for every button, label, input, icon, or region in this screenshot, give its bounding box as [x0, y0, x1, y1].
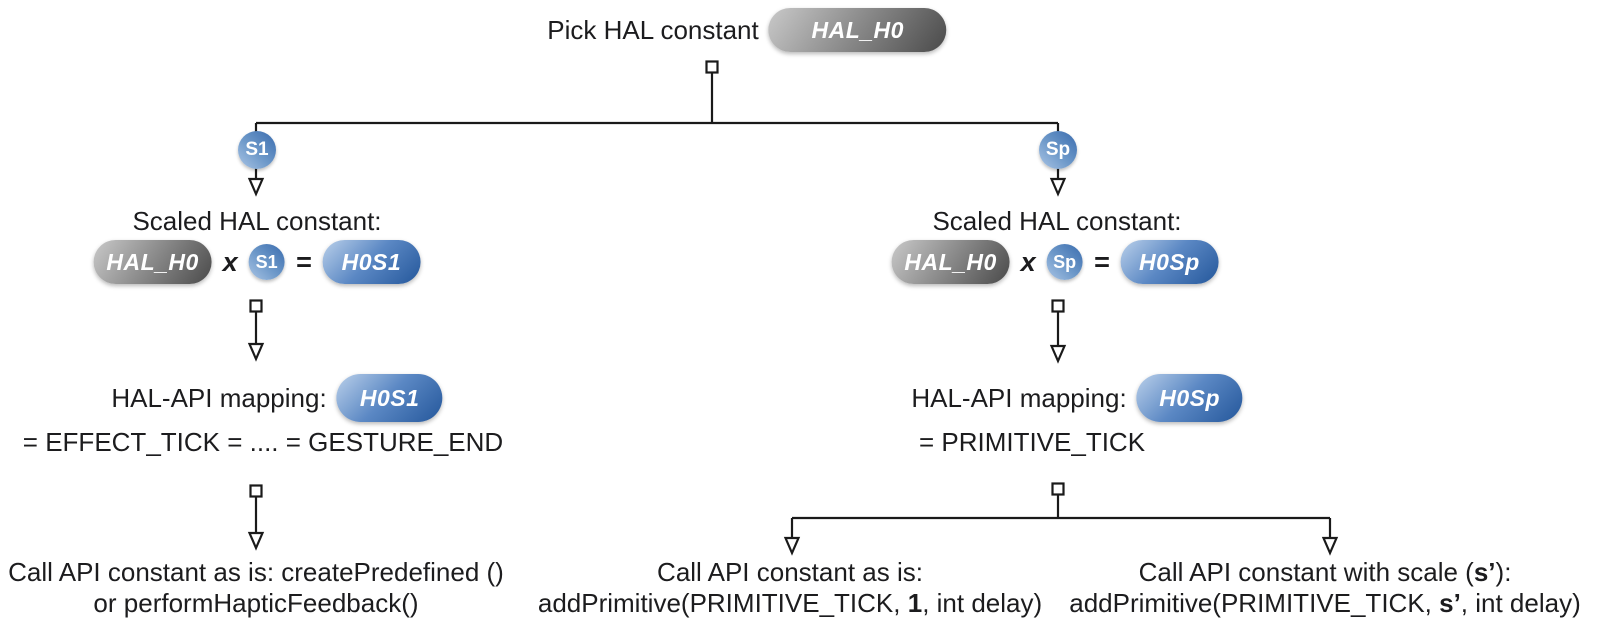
square-connector [249, 299, 263, 313]
node-pick-hal-constant: Pick HAL constant HAL_H0 [547, 8, 947, 52]
scale-badge-s1: S1 [238, 131, 276, 169]
right-scaled-heading: Scaled HAL constant: [932, 206, 1182, 236]
right-mapping-equation: = PRIMITIVE_TICK [918, 427, 1146, 457]
left-action-line2: or performHapticFeedback() [93, 588, 419, 618]
right-action-scaled-text: Call API constant with scale (s’): addPr… [1069, 557, 1581, 619]
left-action-text: Call API constant as is: createPredefine… [8, 557, 504, 619]
right-times-operator: x [1020, 246, 1036, 277]
right-equals-operator: = [1093, 246, 1110, 277]
right-mapping-pill: H0Sp [1136, 374, 1243, 422]
arrowhead-icon [783, 536, 801, 556]
left-scaled-heading: Scaled HAL constant: [132, 206, 382, 236]
left-equals-operator: = [295, 246, 312, 277]
square-connector [705, 60, 719, 74]
left-result-pill: H0S1 [322, 240, 421, 284]
arrowhead-icon [1321, 536, 1339, 556]
left-mapping-equation: = EFFECT_TICK = .... = GESTURE_END [22, 427, 504, 457]
square-connector [1051, 482, 1065, 496]
right-action-scaled-line1: Call API constant with scale (s’): [1138, 557, 1512, 587]
arrowhead-icon [247, 342, 265, 362]
connector-root-branch [254, 72, 1060, 180]
hal-constant-pill: HAL_H0 [768, 8, 947, 52]
left-action-line1: Call API constant as is: createPredefine… [8, 557, 504, 587]
arrowhead-icon [247, 177, 265, 197]
right-action-scaled-line2: addPrimitive(PRIMITIVE_TICK, s’, int del… [1069, 588, 1581, 618]
right-action-asis-line1: Call API constant as is: [657, 557, 923, 587]
square-connector [1051, 299, 1065, 313]
arrowhead-icon [1049, 344, 1067, 364]
pick-hal-label: Pick HAL constant [547, 14, 759, 45]
arrowhead-icon [247, 531, 265, 551]
left-times-operator: x [222, 246, 238, 277]
right-hal-pill: HAL_H0 [891, 240, 1010, 284]
square-connector [249, 484, 263, 498]
left-hal-pill: HAL_H0 [93, 240, 212, 284]
connector-right-split [790, 494, 1332, 539]
left-mapping-row: HAL-API mapping: H0S1 [111, 374, 443, 422]
left-mapping-label: HAL-API mapping: [111, 382, 327, 413]
right-scaled-formula: HAL_H0 x Sp = H0Sp [891, 240, 1219, 284]
right-mapping-row: HAL-API mapping: H0Sp [911, 374, 1243, 422]
right-action-asis-text: Call API constant as is: addPrimitive(PR… [538, 557, 1042, 619]
left-mapping-pill: H0S1 [336, 374, 443, 422]
arrowhead-icon [1049, 177, 1067, 197]
right-scale-circle: Sp [1046, 244, 1083, 280]
left-scaled-formula: HAL_H0 x S1 = H0S1 [93, 240, 421, 284]
left-scale-circle: S1 [248, 244, 285, 280]
right-action-asis-line2: addPrimitive(PRIMITIVE_TICK, 1, int dela… [537, 588, 1043, 618]
scale-badge-sp: Sp [1039, 131, 1077, 169]
right-result-pill: H0Sp [1120, 240, 1219, 284]
right-mapping-label: HAL-API mapping: [911, 382, 1127, 413]
